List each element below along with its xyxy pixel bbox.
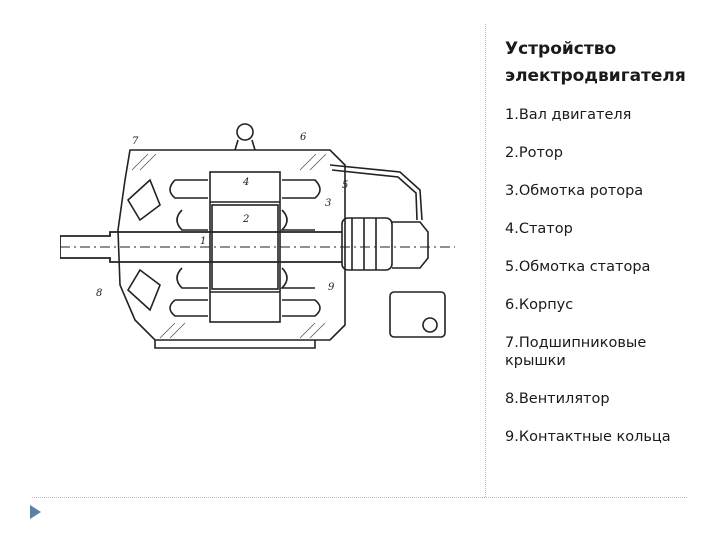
list-item: 4.Статор: [505, 221, 573, 237]
shaft: [60, 231, 342, 263]
rotor-block: [211, 204, 279, 290]
diagram-label-4: 4: [242, 177, 249, 188]
parts-list: 1.Вал двигателя 2.Ротор 3.Обмотка ротора…: [505, 106, 705, 446]
list-item: 7.Подшипниковые крышки: [505, 335, 647, 369]
list-item: 2.Ротор: [505, 145, 563, 161]
slide-title: Устройство электродвигателя: [505, 39, 686, 86]
diagram-label-9: 9: [328, 282, 335, 293]
fan-blades: [126, 178, 161, 312]
list-item: 1.Вал двигателя: [505, 107, 632, 123]
legend-panel: Устройство электродвигателя 1.Вал двигат…: [505, 36, 705, 466]
diagram-label-2: 2: [242, 214, 249, 225]
housing-outline: [117, 149, 346, 341]
diagram-label-6: 6: [300, 132, 307, 143]
diagram-label-1: 1: [200, 236, 206, 247]
terminal-box: [389, 291, 446, 338]
diagram-label-7: 7: [132, 136, 139, 147]
cable-pipe: [329, 164, 423, 221]
next-slide-arrow-icon[interactable]: [30, 505, 41, 519]
stator-winding-bottom: [169, 299, 321, 317]
slip-rings: [341, 217, 393, 271]
list-item: 6.Корпус: [505, 297, 574, 313]
list-item: 8.Вентилятор: [505, 391, 610, 407]
horizontal-divider: [32, 497, 687, 498]
stator-winding-top: [169, 179, 321, 199]
list-item: 5.Обмотка статора: [505, 259, 651, 275]
diagram-label-5: 5: [342, 180, 348, 191]
diagram-label-8: 8: [96, 288, 102, 299]
diagram-label-3: 3: [325, 198, 331, 209]
motor-cross-section-diagram: 1 2 3 4 5 6 7 8 9: [60, 123, 455, 349]
list-item: 3.Обмотка ротора: [505, 183, 644, 199]
vertical-divider: [485, 24, 486, 497]
lifting-eye: [236, 123, 254, 141]
list-item: 9.Контактные кольца: [505, 429, 671, 445]
